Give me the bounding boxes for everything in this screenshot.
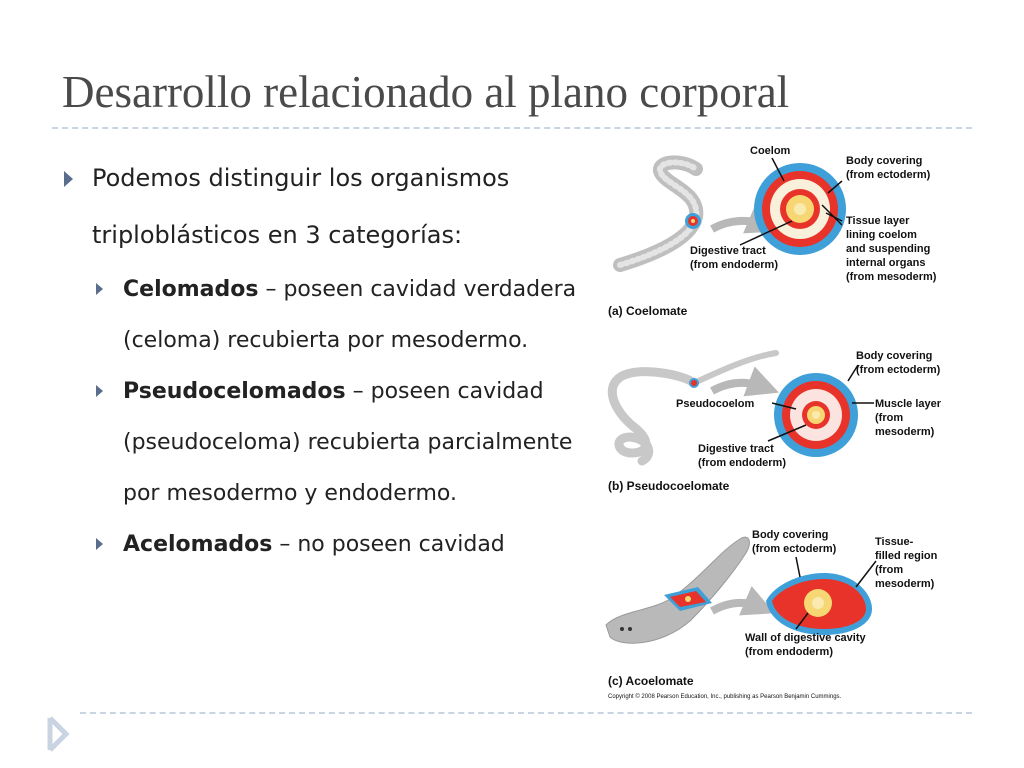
panel-acoelomate: Body covering (from ectoderm) Tissue- fi…: [605, 529, 938, 688]
label-digestive-tract-origin: (from endoderm): [690, 259, 778, 271]
slide-title: Desarrollo relacionado al plano corporal: [62, 67, 790, 117]
figure-copyright: Copyright © 2008 Pearson Education, Inc.…: [608, 693, 842, 700]
label-body-covering-origin: (from ectoderm): [856, 364, 941, 376]
label-muscle-layer: Muscle layer: [875, 398, 942, 410]
category-description: – poseen cavidad (pseudoceloma) recubier…: [123, 379, 573, 506]
label-digestive-tract-origin: (from endoderm): [698, 457, 786, 469]
category-item-pseudocelomados: Pseudocelomados – poseen cavidad (pseudo…: [93, 366, 592, 519]
category-item-celomados: Celomados – poseen cavidad verdadera (ce…: [93, 264, 592, 366]
body-plan-figure: Coelom Body covering (from ectoderm) Tis…: [600, 141, 960, 705]
flatworm-illustration: [605, 536, 750, 644]
label-digestive-wall: Wall of digestive cavity: [745, 632, 867, 644]
label-tissue-filled-region-4: mesoderm): [875, 578, 935, 590]
panel-coelomate: Coelom Body covering (from ectoderm) Tis…: [608, 145, 937, 318]
intro-text: Podemos distinguir los organismos triplo…: [92, 164, 510, 249]
label-coelom: Coelom: [750, 145, 791, 157]
label-body-covering-origin: (from ectoderm): [846, 169, 931, 181]
bullet-arrow-icon: [96, 283, 103, 295]
bullet-arrow-icon: [64, 171, 73, 187]
label-body-covering: Body covering: [856, 350, 932, 362]
label-digestive-tract: Digestive tract: [690, 245, 766, 257]
intro-bullet: Podemos distinguir los organismos triplo…: [62, 150, 592, 264]
category-term: Celomados: [123, 277, 259, 302]
category-item-acelomados: Acelomados – no poseen cavidad: [93, 519, 592, 570]
label-body-covering: Body covering: [752, 529, 828, 541]
bullet-arrow-icon: [96, 538, 103, 550]
label-tissue-filled-region: Tissue-: [875, 536, 914, 548]
caption-coelomate: (a) Coelomate: [608, 304, 688, 318]
category-term: Acelomados: [123, 532, 273, 557]
footer-divider: [80, 712, 972, 714]
label-tissue-layer: Tissue layer: [846, 215, 910, 227]
label-pseudocoelom: Pseudocoelom: [676, 398, 754, 410]
title-divider: [52, 127, 972, 129]
category-description: – no poseen cavidad: [272, 532, 505, 557]
panel-pseudocoelomate: Body covering (from ectoderm) Pseudocoel…: [607, 350, 942, 493]
label-body-covering: Body covering: [846, 155, 922, 167]
label-digestive-wall-origin: (from endoderm): [745, 646, 833, 658]
bullet-list: Podemos distinguir los organismos triplo…: [62, 150, 592, 570]
label-muscle-layer-2: (from: [875, 412, 903, 424]
caption-pseudocoelomate: (b) Pseudocoelomate: [608, 479, 730, 493]
label-tissue-layer-4: internal organs: [846, 257, 925, 269]
label-digestive-tract: Digestive tract: [698, 443, 774, 455]
label-muscle-layer-3: mesoderm): [875, 426, 935, 438]
category-description: – poseen cavidad verdadera (celoma) recu…: [123, 277, 577, 353]
arrow-icon: [710, 366, 779, 397]
arrow-icon: [710, 585, 775, 616]
category-term: Pseudocelomados: [123, 379, 346, 404]
label-tissue-layer-2: lining coelom: [846, 229, 917, 241]
label-body-covering-origin: (from ectoderm): [752, 543, 837, 555]
label-tissue-layer-5: (from mesoderm): [846, 271, 937, 283]
bullet-arrow-icon: [96, 385, 103, 397]
label-tissue-filled-region-2: filled region: [875, 550, 938, 562]
caption-acoelomate: (c) Acoelomate: [608, 674, 694, 688]
roundworm-illustration: [607, 367, 699, 466]
slide-ornament-icon: [47, 716, 70, 752]
label-tissue-filled-region-3: (from: [875, 564, 903, 576]
label-tissue-layer-3: and suspending: [846, 243, 930, 255]
